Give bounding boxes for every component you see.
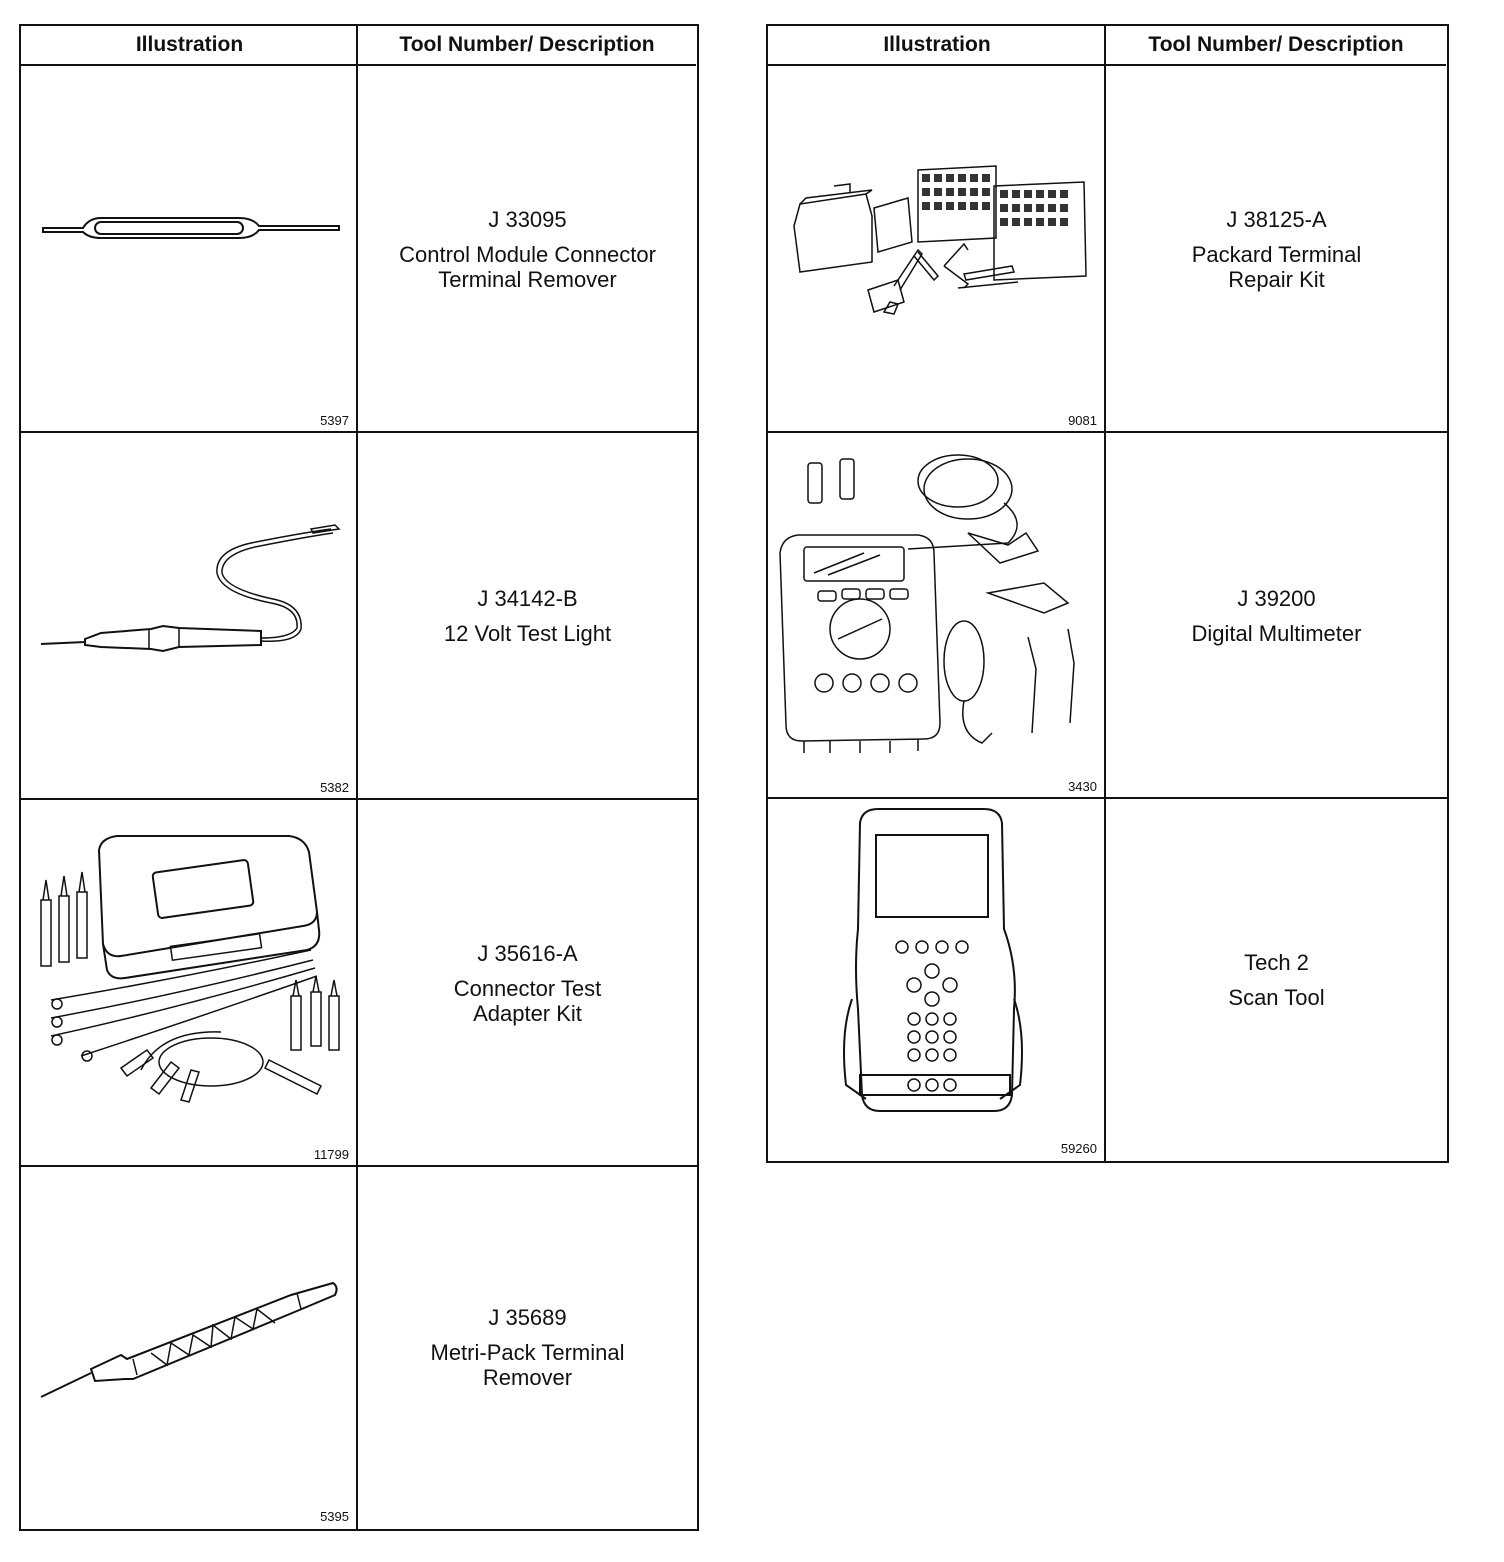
tool-number: J 34142-B xyxy=(477,586,578,611)
tool-description-line1: Digital Multimeter xyxy=(1191,620,1362,646)
header-illustration: Illustration xyxy=(21,26,358,66)
terminal-remover-tool-icon xyxy=(42,217,340,239)
description-cell: J 38125-A Packard Terminal Repair Kit xyxy=(1107,66,1446,432)
column-divider xyxy=(1104,26,1106,1161)
terminal-repair-kit-icon xyxy=(793,165,1087,315)
illustration-cell: 5397 xyxy=(21,66,357,432)
description-cell: J 35616-A Connector Test Adapter Kit xyxy=(359,800,696,1166)
description-cell: J 33095 Control Module Connector Termina… xyxy=(359,66,696,432)
description-cell: J 39200 Digital Multimeter xyxy=(1107,433,1446,798)
header-tool-description: Tool Number/ Description xyxy=(1106,26,1446,66)
column-divider xyxy=(356,26,358,1529)
tool-description-line2: Terminal Remover xyxy=(438,266,617,292)
figure-number: 5397 xyxy=(320,413,349,428)
row-divider xyxy=(21,1165,697,1167)
illustration-cell: 9081 xyxy=(768,66,1105,432)
tool-description-line2: Repair Kit xyxy=(1228,266,1325,292)
tool-number: J 39200 xyxy=(1237,585,1316,611)
adapter-kit-icon xyxy=(40,835,340,1103)
illustration-cell: 5382 xyxy=(21,433,357,799)
description-cell: J 35689 Metri-Pack Terminal Remover xyxy=(359,1167,696,1528)
illustration-cell: 59260 xyxy=(768,799,1105,1160)
figure-number: 3430 xyxy=(1068,779,1097,794)
tool-description-line1: Control Module Connector xyxy=(399,241,656,267)
figure-number: 59260 xyxy=(1060,1141,1097,1156)
tool-number: Tech 2 xyxy=(1244,949,1309,975)
illustration-cell: 3430 xyxy=(768,433,1105,798)
figure-number: 5382 xyxy=(320,780,349,795)
tool-number: J 35616-A xyxy=(477,940,578,966)
tool-number: J 33095 xyxy=(488,206,567,232)
row-divider xyxy=(21,431,697,433)
metri-pack-remover-icon xyxy=(40,1281,338,1398)
tool-description-line1: Scan Tool xyxy=(1228,984,1325,1010)
row-divider xyxy=(21,798,697,800)
multimeter-icon xyxy=(779,454,1075,753)
test-light-icon xyxy=(40,524,341,653)
tool-description-line2: Remover xyxy=(482,1365,573,1390)
tool-description-line1: 12 Volt Test Light xyxy=(443,621,612,646)
tools-table-right: Illustration Tool Number/ Description xyxy=(766,24,1449,1163)
figure-number: 11799 xyxy=(313,1147,349,1162)
header-tool-description: Tool Number/ Description xyxy=(358,26,696,66)
tool-number: J 38125-A xyxy=(1226,206,1327,232)
description-cell: Tech 2 Scan Tool xyxy=(1107,799,1446,1160)
tool-number: J 35689 xyxy=(488,1305,567,1330)
scan-tool-icon xyxy=(843,808,1023,1112)
description-cell: J 34142-B 12 Volt Test Light xyxy=(359,433,696,799)
tool-description-line1: Metri-Pack Terminal xyxy=(430,1340,625,1365)
illustration-cell: 11799 xyxy=(21,800,357,1166)
tool-description-line1: Packard Terminal xyxy=(1191,241,1362,267)
header-illustration: Illustration xyxy=(768,26,1106,66)
tools-table-left: Illustration Tool Number/ Description 53… xyxy=(19,24,699,1531)
tool-description-line2: Adapter Kit xyxy=(473,1000,582,1026)
figure-number: 5395 xyxy=(320,1509,349,1524)
figure-number: 9081 xyxy=(1068,413,1097,428)
illustration-cell: 5395 xyxy=(21,1167,357,1528)
tool-description-line1: Connector Test xyxy=(453,975,602,1001)
row-divider xyxy=(768,431,1447,433)
row-divider xyxy=(768,797,1447,799)
